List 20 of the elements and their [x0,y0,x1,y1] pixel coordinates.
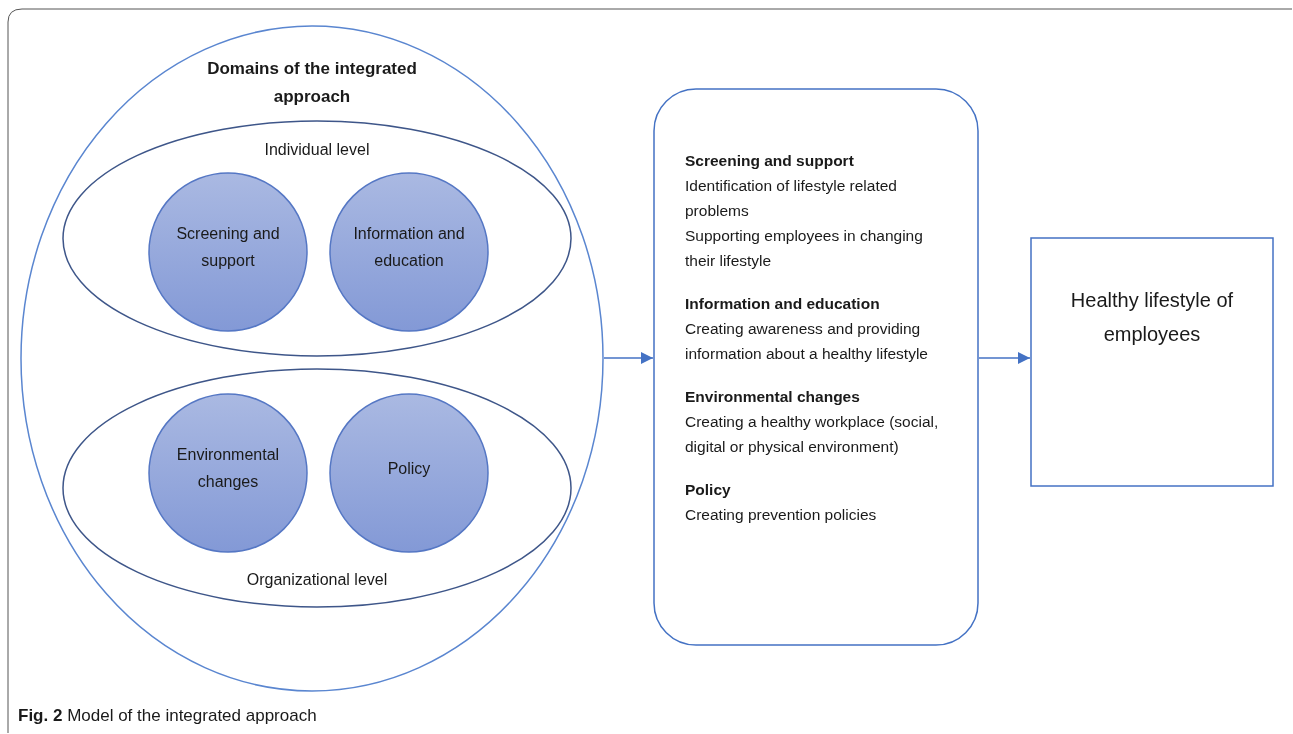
domain-label: Policy [386,458,432,479]
level-label: Organizational level [245,570,389,590]
section-text: Identification of lifestyle related problems [685,176,898,221]
arrow [978,352,1031,364]
section-text: Supporting employees in changing their lifestyle [685,226,924,271]
section-text: Creating prevention policies [685,505,878,525]
section-heading: Screening and support [685,151,855,171]
diagram-heading: Domains of the integrated approach [206,58,418,108]
section-text: Environmental changes [685,387,861,407]
domain-label: Information and education [352,224,466,271]
outcome-label: Healthy lifestyle of employees [1069,288,1235,347]
domain-label: Screening and support [175,224,281,271]
domain-label: Environmental changes [175,445,281,492]
figure-caption: Fig. 2 Model of the integrated approach [18,706,317,726]
level-label: Individual level [263,140,371,160]
section-text: Policy [685,480,732,500]
section-text: Information and education [685,294,881,314]
section-text: Creating awareness and providing information about a healthy lifestyle [685,319,929,364]
arrow [603,352,654,364]
section-text: Creating a healthy workplace (social, digital or physical environment) [685,412,940,457]
